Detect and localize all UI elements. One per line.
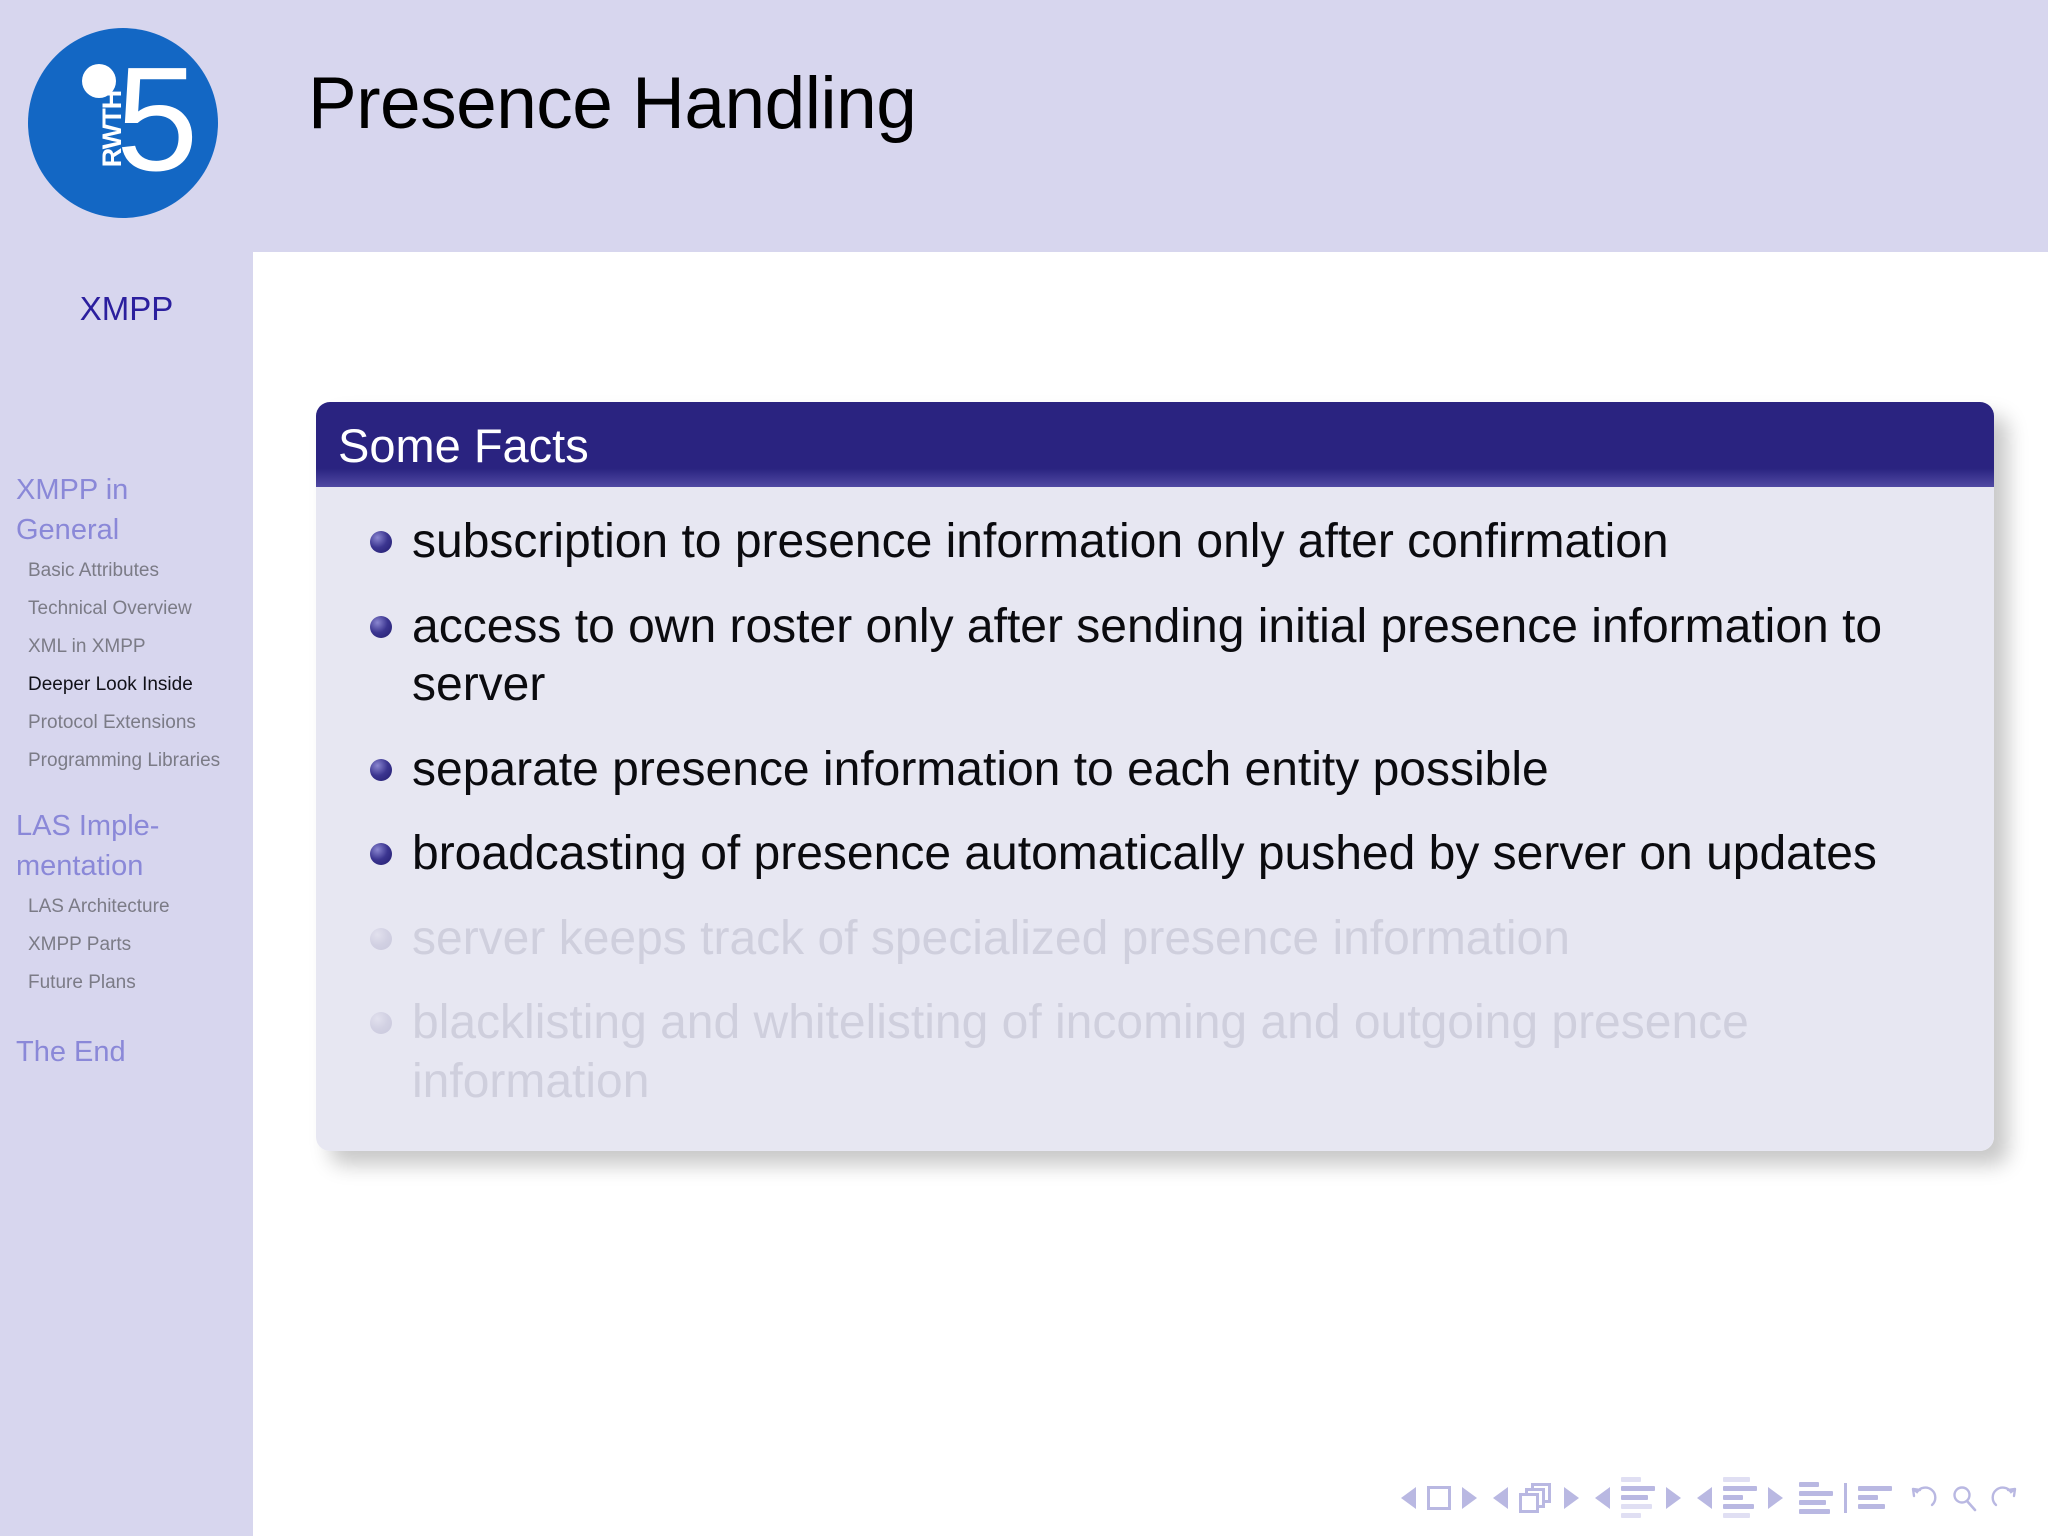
list-item-text: blacklisting and whitelisting of incomin…	[412, 996, 1749, 1108]
list-item: access to own roster only after sending …	[346, 598, 1964, 715]
subsection-lines-icon[interactable]	[1621, 1477, 1655, 1518]
list-item: blacklisting and whitelisting of incomin…	[346, 994, 1964, 1111]
frames-stack-icon[interactable]	[1519, 1482, 1553, 1513]
nav-spacer	[0, 776, 253, 806]
history-nav-group	[1908, 1483, 2020, 1513]
nav-divider	[1844, 1482, 1847, 1513]
list-item-text: separate presence information to each en…	[412, 742, 1549, 796]
list-item-text: broadcasting of presence automatically p…	[412, 827, 1877, 881]
bullet-icon	[370, 615, 392, 638]
subsection-nav-group	[1493, 1482, 1579, 1513]
slide-body: Some Facts subscription to presence info…	[253, 252, 2048, 1536]
sidebar-item-xmpp-parts[interactable]: XMPP Parts	[0, 926, 253, 964]
sidebar-section-label: LAS Imple-mentation	[16, 810, 160, 882]
beginning-lines-icon[interactable]	[1799, 1481, 1833, 1514]
sidebar-item-label: LAS Architecture	[28, 896, 170, 917]
sidebar-item-label: Protocol Extensions	[28, 712, 196, 733]
block-title: Some Facts	[316, 402, 1994, 487]
logo-circle	[28, 28, 218, 218]
sidebar-section-label: XMPP in General	[16, 474, 129, 546]
sidebar-item-label: Future Plans	[28, 972, 136, 993]
list-item: separate presence information to each en…	[346, 741, 1964, 800]
sidebar-item-basic-attributes[interactable]: Basic Attributes	[0, 552, 253, 590]
next-frame-arrow-icon[interactable]	[1462, 1486, 1477, 1509]
list-item: subscription to presence information onl…	[346, 513, 1964, 572]
sidebar-section-las-implementation[interactable]: LAS Imple-mentation	[0, 806, 253, 886]
list-item-text: subscription to presence information onl…	[412, 515, 1669, 568]
logo-i-dot-icon	[82, 64, 116, 98]
section-nav-group	[1595, 1477, 1681, 1518]
search-icon[interactable]	[1949, 1483, 1979, 1513]
list-item: broadcasting of presence automatically p…	[346, 825, 1964, 884]
sidebar-item-label: XMPP Parts	[28, 934, 132, 955]
sidebar-item-deeper-look-inside[interactable]: Deeper Look Inside	[0, 666, 253, 704]
page-title: Presence Handling	[308, 63, 917, 144]
sidebar-item-las-architecture[interactable]: LAS Architecture	[0, 888, 253, 926]
beamer-navigation-symbols	[1401, 1477, 2020, 1518]
sidebar-item-protocol-extensions[interactable]: Protocol Extensions	[0, 704, 253, 742]
list-item-text: server keeps track of specialized presen…	[412, 911, 1570, 965]
frame-icon[interactable]	[1427, 1485, 1451, 1510]
bullet-icon	[370, 758, 392, 781]
rwth-i5-logo: RWTH 5	[28, 28, 218, 218]
section-lines-icon[interactable]	[1723, 1477, 1757, 1518]
sidebar: RWTH 5 XMPP XMPP in General Basic Attrib…	[0, 0, 253, 1536]
forward-icon[interactable]	[1990, 1483, 2020, 1513]
endpoints-nav-group	[1799, 1481, 1892, 1514]
next-subsection-arrow-icon[interactable]	[1564, 1486, 1579, 1509]
logo-mark-text: 5	[116, 37, 199, 202]
block-body: subscription to presence information onl…	[316, 487, 1994, 1152]
document-nav-group	[1697, 1477, 1783, 1518]
sidebar-item-programming-libraries[interactable]: Programming Libraries	[0, 742, 253, 776]
list-item: server keeps track of specialized presen…	[346, 910, 1964, 969]
sidebar-nav-title: XMPP	[79, 290, 174, 327]
slide-header: Presence Handling	[253, 0, 2048, 252]
sidebar-item-label: Technical Overview	[28, 598, 192, 619]
prev-frame-arrow-icon[interactable]	[1401, 1486, 1416, 1509]
sidebar-section-the-end[interactable]: The End	[0, 1032, 253, 1072]
next-section-arrow-icon[interactable]	[1666, 1486, 1681, 1509]
frame-nav-group	[1401, 1485, 1477, 1510]
sidebar-section-label: The End	[16, 1036, 126, 1068]
prev-subsection-arrow-icon[interactable]	[1493, 1486, 1508, 1509]
sidebar-navigation: XMPP in General Basic Attributes Technic…	[0, 470, 253, 1074]
sidebar-item-technical-overview[interactable]: Technical Overview	[0, 590, 253, 628]
bullet-icon	[370, 531, 392, 553]
sidebar-item-label: XML in XMPP	[28, 636, 146, 657]
content-block: Some Facts subscription to presence info…	[316, 402, 1994, 1152]
prev-section-arrow-icon[interactable]	[1595, 1486, 1610, 1509]
prev-doc-arrow-icon[interactable]	[1697, 1486, 1712, 1509]
nav-spacer	[0, 1002, 253, 1032]
sidebar-section-xmpp-in-general[interactable]: XMPP in General	[0, 470, 253, 550]
sidebar-item-label: Deeper Look Inside	[28, 674, 193, 695]
sidebar-item-future-plans[interactable]: Future Plans	[0, 964, 253, 1002]
sidebar-item-label: Basic Attributes	[28, 560, 159, 581]
list-item-text: access to own roster only after sending …	[412, 599, 1883, 712]
next-doc-arrow-icon[interactable]	[1768, 1486, 1783, 1509]
bullet-icon	[370, 927, 392, 950]
facts-list: subscription to presence information onl…	[346, 513, 1964, 1111]
back-icon[interactable]	[1908, 1483, 1938, 1513]
bullet-icon	[370, 843, 392, 866]
sidebar-item-label: Programming Libraries	[28, 750, 221, 771]
bullet-icon	[370, 1012, 392, 1035]
sidebar-item-xml-in-xmpp[interactable]: XML in XMPP	[0, 628, 253, 666]
end-lines-icon[interactable]	[1858, 1486, 1892, 1509]
